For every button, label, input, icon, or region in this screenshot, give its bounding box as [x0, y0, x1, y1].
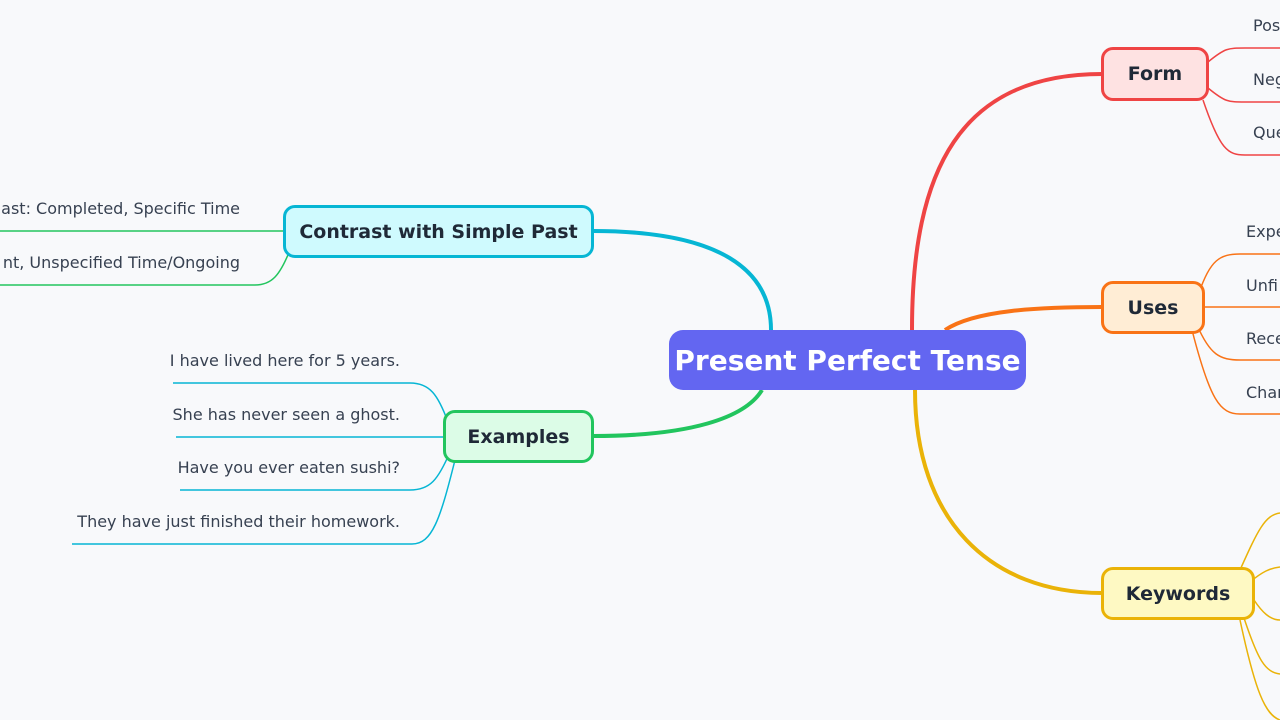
- leaf-contrast-simple-past[interactable]: ast: Completed, Specific Time: [1, 199, 240, 218]
- edge-form-leaf: [1202, 99, 1280, 156]
- edge-root-keywords: [913, 389, 1103, 595]
- edge-keywords-leaf: [1239, 619, 1280, 720]
- edge-root-uses: [943, 305, 1103, 332]
- edge-contrast-leaf: [0, 249, 291, 286]
- edge-root-form: [910, 72, 1103, 331]
- edge-keywords-leaf: [1253, 599, 1280, 621]
- leaf-uses-recent[interactable]: Rece: [1246, 329, 1280, 348]
- edge-examples-leaf: [72, 459, 456, 545]
- edge-form-leaf: [1207, 87, 1280, 103]
- leaf-example[interactable]: She has never seen a ghost.: [172, 405, 400, 424]
- leaf-example[interactable]: I have lived here for 5 years.: [169, 351, 400, 370]
- edge-form-leaf: [1207, 47, 1280, 63]
- leaf-uses-unfinished[interactable]: Unfi: [1246, 276, 1278, 295]
- leaf-contrast-present-perfect[interactable]: nt, Unspecified Time/Ongoing: [2, 253, 240, 272]
- leaf-uses-change[interactable]: Char: [1246, 383, 1280, 402]
- edge-root-examples: [592, 388, 764, 438]
- branch-node-contrast[interactable]: Contrast with Simple Past: [283, 205, 594, 258]
- branch-node-examples[interactable]: Examples: [443, 410, 594, 463]
- leaf-form-negative[interactable]: Neg: [1253, 70, 1280, 89]
- edge-uses-leaf: [1196, 324, 1280, 361]
- leaf-form-question[interactable]: Que: [1253, 123, 1280, 142]
- leaf-uses-experience[interactable]: Expe: [1246, 222, 1280, 241]
- leaf-form-positive[interactable]: Pos: [1253, 16, 1280, 35]
- edge-uses-leaf: [1198, 253, 1280, 294]
- branch-node-keywords[interactable]: Keywords: [1101, 567, 1255, 620]
- leaf-example[interactable]: Have you ever eaten sushi?: [177, 458, 400, 477]
- root-node[interactable]: Present Perfect Tense: [669, 330, 1026, 390]
- leaf-example[interactable]: They have just finished their homework.: [77, 512, 400, 531]
- edge-keywords-leaf: [1239, 512, 1280, 571]
- branch-node-uses[interactable]: Uses: [1101, 281, 1205, 334]
- edge-root-contrast: [592, 229, 773, 331]
- branch-node-form[interactable]: Form: [1101, 47, 1209, 101]
- edge-keywords-leaf: [1243, 617, 1280, 675]
- edge-uses-leaf: [1191, 329, 1280, 415]
